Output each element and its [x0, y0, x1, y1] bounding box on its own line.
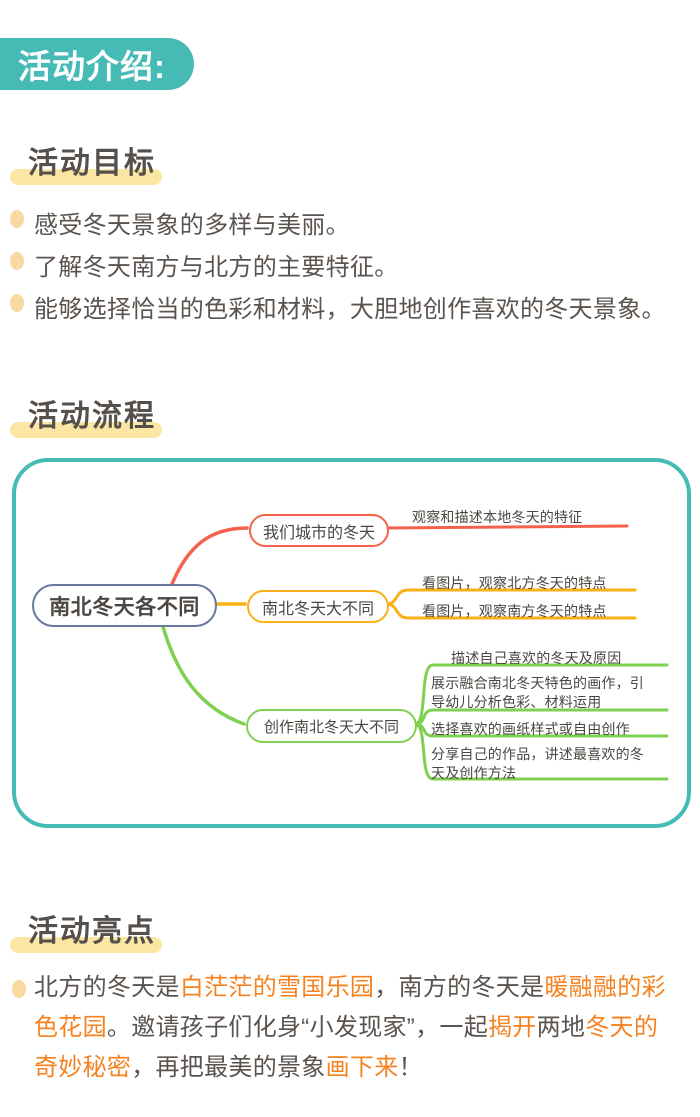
paragraph-segment: ！	[398, 1054, 423, 1081]
paragraph-segment-highlight: 白茫茫的雪国乐园	[179, 974, 375, 1001]
mindmap-leaf: 展示融合南北冬天特色的画作，引导幼儿分析色彩、材料运用	[431, 675, 644, 710]
goal-item-text: 感受冬天景象的多样与美丽。	[34, 212, 350, 239]
bullet-dot-icon	[10, 294, 24, 312]
paragraph-segment-highlight: 冬天的奇妙秘密	[34, 1014, 659, 1081]
paragraph-segment-highlight: 揭开	[488, 1014, 537, 1041]
highlight-bar	[10, 169, 162, 185]
mindmap-leaf: 选择喜欢的画纸样式或自由创作	[431, 721, 630, 737]
mindmap-branch-north-south: 南北冬天大不同	[247, 590, 389, 623]
header-badge-label: 活动介绍:	[18, 48, 166, 85]
mindmap-root-node: 南北冬天各不同	[32, 584, 217, 627]
paragraph-segment: 两地	[536, 1014, 586, 1041]
mindmap-leaf: 描述自己喜欢的冬天及原因	[451, 650, 622, 666]
goal-item-text: 能够选择恰当的色彩和材料，大胆地创作喜欢的冬天景象。	[34, 296, 666, 323]
mindmap-connectors	[160, 524, 669, 781]
highlight-bar	[10, 937, 162, 953]
highlight-bar	[10, 422, 162, 438]
paragraph-segment-highlight: 画下来	[325, 1054, 399, 1081]
section-highlights-title: 活动亮点	[28, 915, 156, 948]
section-flow-title: 活动流程	[28, 400, 156, 433]
section-goals-title: 活动目标	[28, 147, 156, 180]
bullet-dot-icon	[12, 980, 26, 998]
paragraph-segment: 。邀请孩子们化身“小发现家”，一起	[106, 1014, 488, 1041]
goal-item-text: 了解冬天南方与北方的主要特征。	[34, 254, 399, 281]
header-badge: 活动介绍:	[0, 38, 194, 90]
highlights-paragraph: 北方的冬天是白茫茫的雪国乐园，南方的冬天是暖融融的彩色花园。邀请孩子们化身“小发…	[34, 968, 674, 1088]
mindmap-leaf: 看图片，观察北方冬天的特点	[422, 575, 607, 591]
paragraph-segment: ，再把最美的景象	[131, 1054, 326, 1081]
bullet-dot-icon	[10, 210, 24, 228]
paragraph-segment-highlight: 暖融融的彩色花园	[34, 974, 666, 1041]
bullet-dot-icon	[10, 252, 24, 270]
mindmap-branch-create: 创作南北冬天大不同	[246, 709, 417, 743]
section-goals-heading: 活动目标	[10, 138, 162, 185]
paragraph-segment: ，南方的冬天是	[374, 974, 545, 1001]
mindmap-leaf: 看图片，观察南方冬天的特点	[422, 603, 607, 619]
mindmap-container: 南北冬天各不同 我们城市的冬天 南北冬天大不同 创作南北冬天大不同 观察和描述本…	[12, 458, 691, 828]
mindmap-leaf: 分享自己的作品，讲述最喜欢的冬天及创作方法	[431, 746, 644, 781]
section-flow-heading: 活动流程	[10, 391, 162, 438]
mindmap-branch-city-winter: 我们城市的冬天	[249, 514, 389, 547]
section-highlights-heading: 活动亮点	[10, 906, 162, 953]
paragraph-segment: 北方的冬天是	[34, 974, 180, 1001]
mindmap-leaf: 观察和描述本地冬天的特征	[412, 509, 583, 525]
